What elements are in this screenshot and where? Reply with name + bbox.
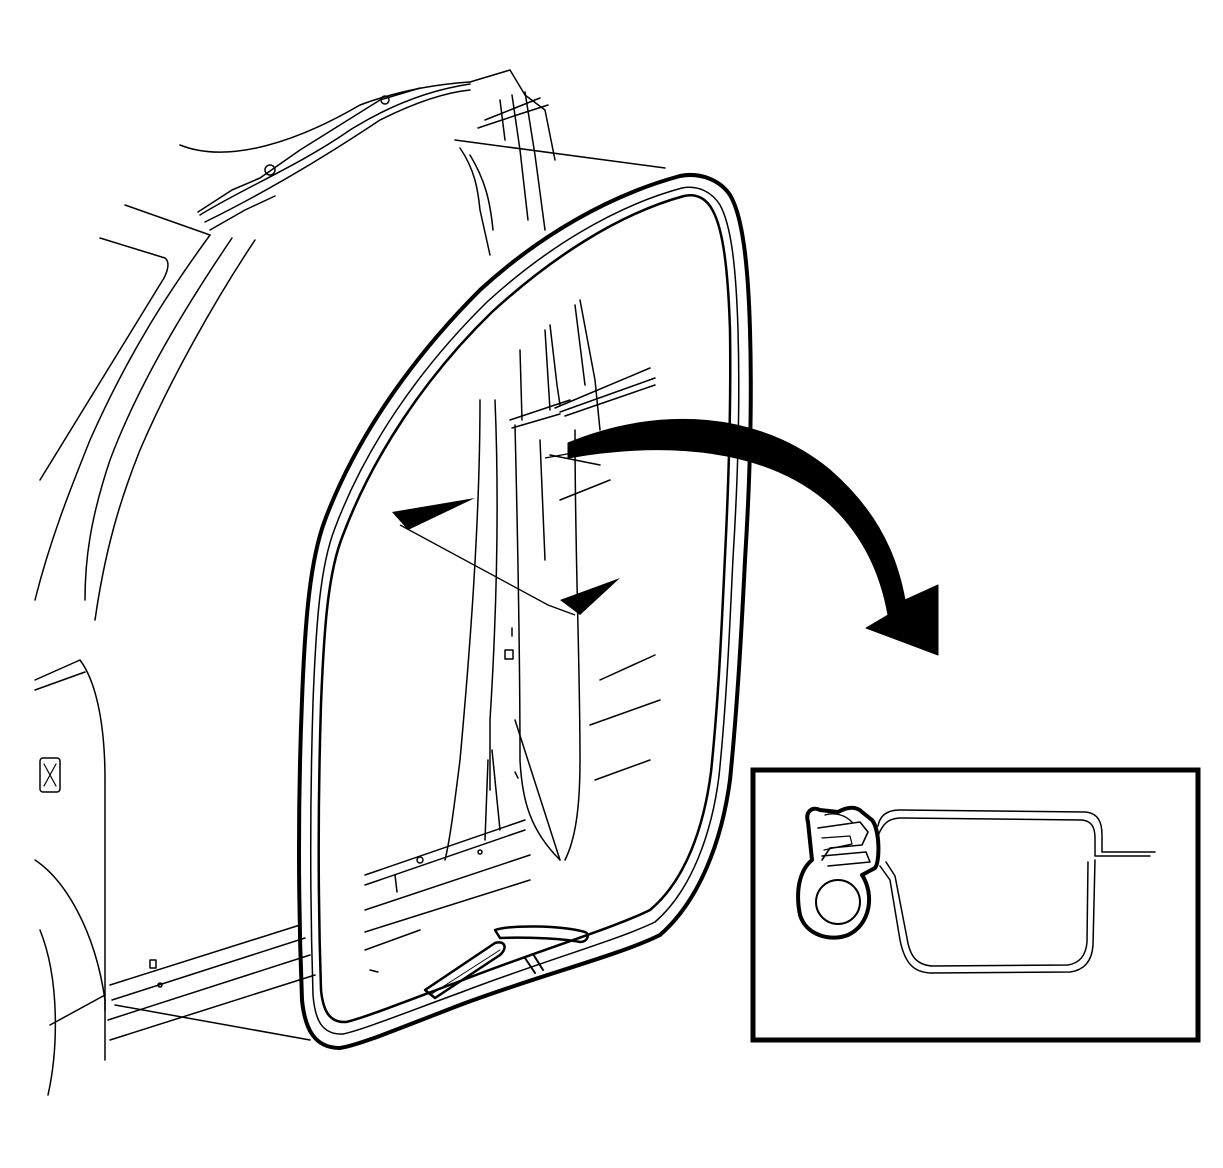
emblem-icon — [39, 757, 61, 793]
pointer-arrow-icon — [560, 578, 620, 615]
detail-inset — [750, 767, 1201, 1043]
roof-bolt-icon — [264, 164, 276, 176]
callout-pointers — [392, 447, 620, 616]
weatherstrip-cross-section-icon — [796, 805, 1156, 974]
pointer-arrow-icon — [392, 498, 475, 530]
vehicle-body — [34, 69, 666, 1096]
curved-arrow-icon — [567, 418, 939, 656]
door-weatherstrip — [297, 173, 753, 1050]
b-pillar-interior — [364, 299, 661, 1000]
roof-bolt-icon — [380, 95, 390, 105]
